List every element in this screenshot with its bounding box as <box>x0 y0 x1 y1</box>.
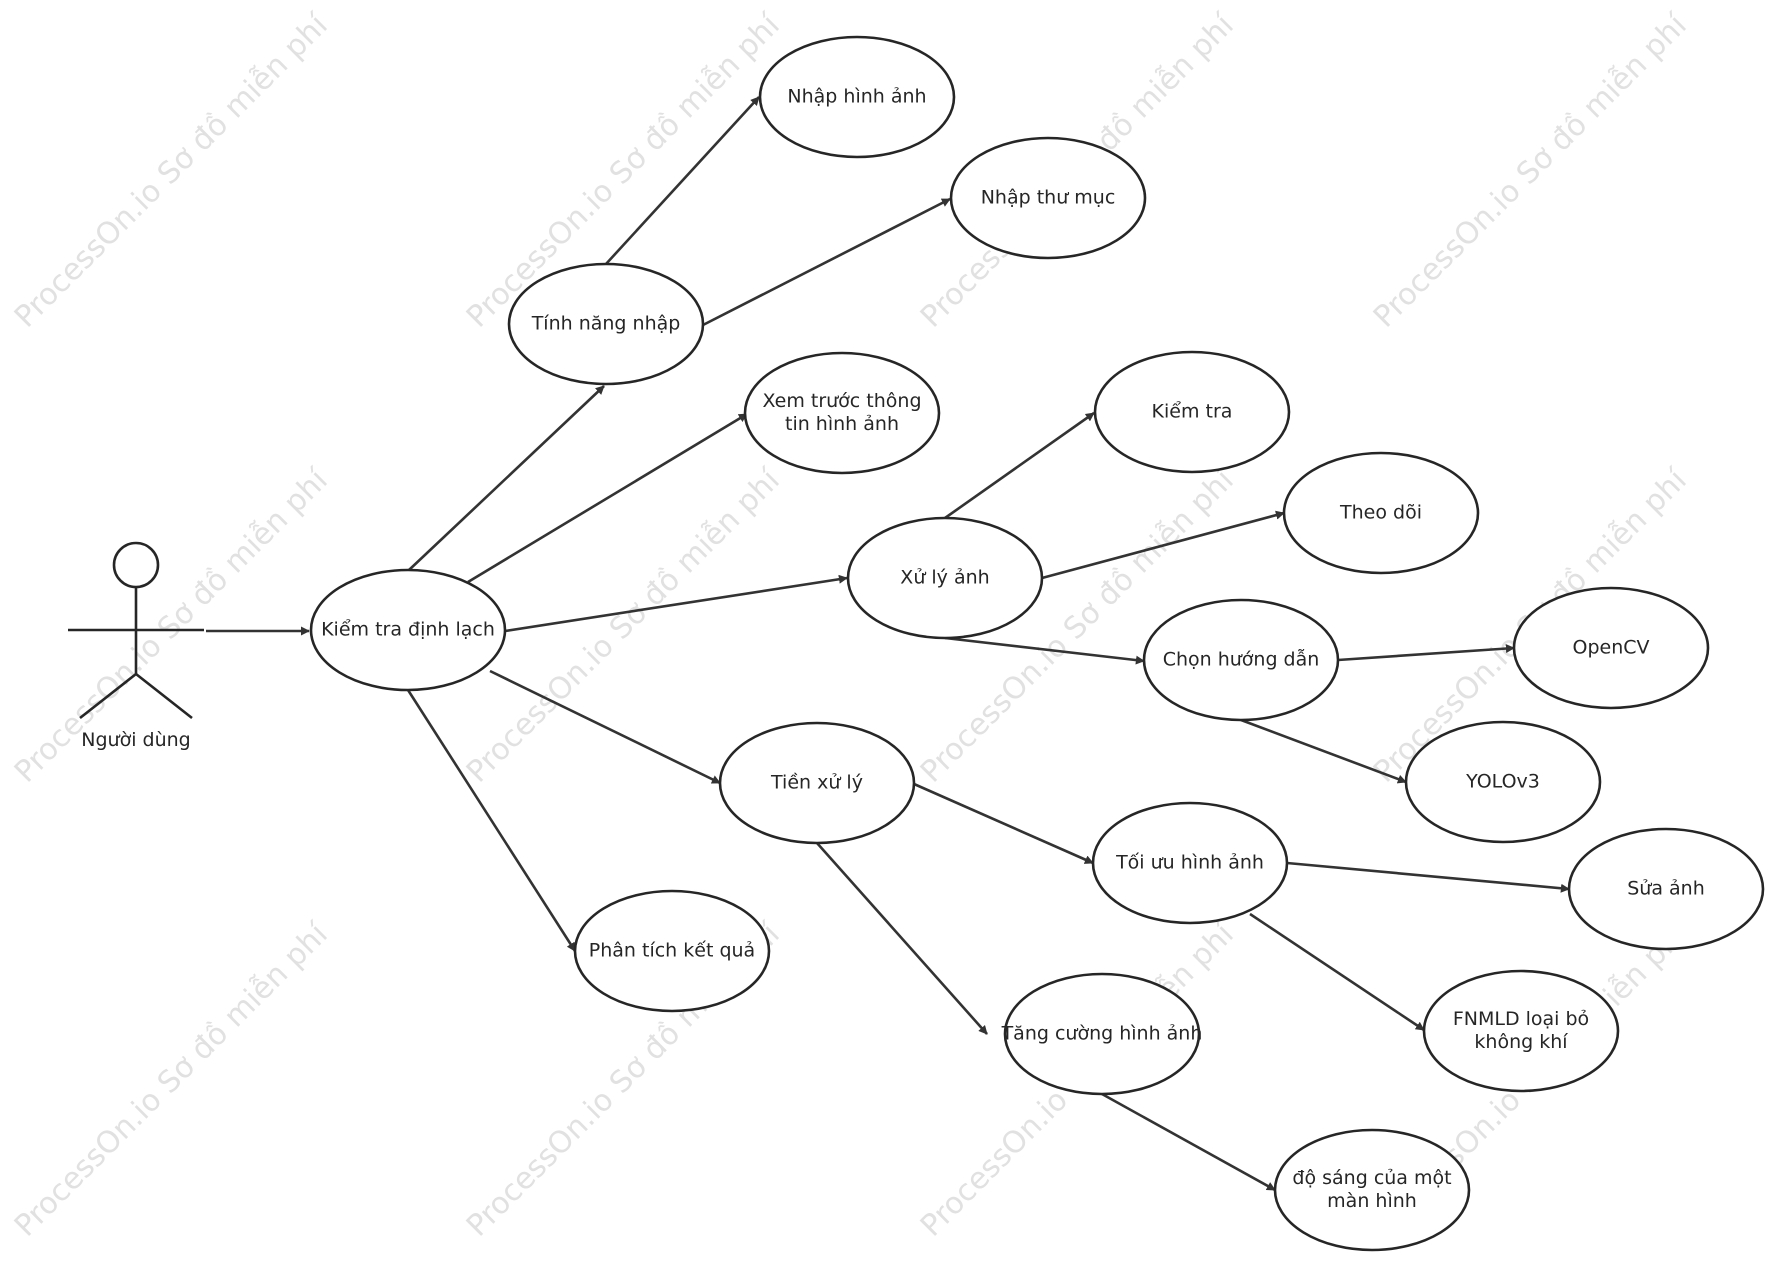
edge-tang-cuong-to-do-sang <box>1101 1092 1276 1192</box>
use-case-label: Kiểm tra <box>1152 401 1233 423</box>
use-case-phan-tich[interactable]: Phân tích kết quả <box>573 889 771 1013</box>
watermark-text: ProcessOn.io Sơ đồ miễn phí <box>8 7 336 335</box>
use-case-ellipse <box>1512 586 1710 710</box>
use-case-nhap-thu-muc[interactable]: Nhập thư mục <box>949 136 1147 260</box>
edge-toi-uu-hinh-anh-to-fnmld <box>1249 912 1425 1032</box>
use-case-label: độ sáng của một <box>1292 1167 1451 1189</box>
use-case-chon-huong-dan[interactable]: Chọn hướng dẫn <box>1142 598 1340 722</box>
use-case-ellipse <box>1091 801 1289 925</box>
use-case-nhap-hinh-anh[interactable]: Nhập hình ảnh <box>758 35 956 159</box>
use-case-ellipse <box>1273 1128 1471 1252</box>
use-case-ellipse <box>1142 598 1340 722</box>
use-case-label: Tính năng nhập <box>531 313 681 335</box>
use-case-ellipse <box>743 351 941 475</box>
use-case-xu-ly-anh[interactable]: Xử lý ảnh <box>846 516 1044 640</box>
watermark-text: ProcessOn.io Sơ đồ miễn phí <box>1367 7 1695 335</box>
use-case-label: OpenCV <box>1572 637 1649 659</box>
use-case-toi-uu-hinh-anh[interactable]: Tối ưu hình ảnh <box>1091 801 1289 925</box>
use-case-ellipse <box>309 568 507 692</box>
use-case-ellipse <box>718 721 916 845</box>
use-case-label: tin hình ảnh <box>785 413 899 435</box>
use-case-tinh-nang-nhap[interactable]: Tính năng nhập <box>507 262 705 386</box>
use-case-label: Xem trước thông <box>762 390 921 412</box>
edge-tien-xu-ly-to-tang-cuong <box>816 842 988 1035</box>
use-case-label: Sửa ảnh <box>1627 878 1705 900</box>
edge-layer <box>206 96 1570 1192</box>
use-case-tien-xu-ly[interactable]: Tiền xử lý <box>718 721 916 845</box>
edge-xu-ly-anh-to-chon-huong-dan <box>944 636 1145 665</box>
use-case-ellipse <box>507 262 705 386</box>
use-case-ellipse <box>573 889 771 1013</box>
use-case-yolov3[interactable]: YOLOv3 <box>1404 720 1602 844</box>
use-case-label: YOLOv3 <box>1465 771 1540 793</box>
edge-kiem-tra-dinh-lach-to-phan-tich <box>406 689 577 952</box>
use-case-label: Nhập thư mục <box>981 187 1116 209</box>
edge-tinh-nang-nhap-to-nhap-thu-muc <box>702 197 951 327</box>
use-case-kiem-tra[interactable]: Kiểm tra <box>1093 350 1291 474</box>
actor-head <box>112 541 160 589</box>
edge-tinh-nang-nhap-to-nhap-hinh-anh <box>605 96 760 265</box>
edge-kiem-tra-dinh-lach-to-tinh-nang-nhap <box>408 385 605 571</box>
use-case-tang-cuong[interactable]: Tăng cường hình ảnh <box>1001 972 1203 1096</box>
use-case-label: Kiểm tra định lạch <box>321 619 495 641</box>
use-case-label: Tiền xử lý <box>770 772 863 794</box>
use-case-label: Xử lý ảnh <box>900 567 989 589</box>
edge-xu-ly-anh-to-theo-doi <box>1041 510 1285 580</box>
edge-kiem-tra-dinh-lach-to-tien-xu-ly <box>489 669 721 785</box>
use-case-ellipse <box>1282 451 1480 575</box>
use-case-ellipse <box>949 136 1147 260</box>
use-case-opencv[interactable]: OpenCV <box>1512 586 1710 710</box>
actor-right-leg <box>135 672 193 720</box>
actor-label: Người dùng <box>81 729 190 751</box>
actor-user[interactable]: Người dùng <box>68 541 204 751</box>
use-case-label: Nhập hình ảnh <box>787 86 926 108</box>
edge-tien-xu-ly-to-toi-uu-hinh-anh <box>913 782 1094 865</box>
edge-chon-huong-dan-to-opencv <box>1337 644 1515 662</box>
edge-toi-uu-hinh-anh-to-sua-anh <box>1286 861 1570 893</box>
use-case-sua-anh[interactable]: Sửa ảnh <box>1567 827 1765 951</box>
use-case-ellipse <box>1003 972 1201 1096</box>
edge-kiem-tra-dinh-lach-to-xu-ly-anh <box>504 574 848 633</box>
use-case-label: không khí <box>1474 1031 1568 1053</box>
use-case-kiem-tra-dinh-lach[interactable]: Kiểm tra định lạch <box>309 568 507 692</box>
use-case-label: Phân tích kết quả <box>589 940 755 962</box>
edge-xu-ly-anh-to-kiem-tra <box>944 411 1095 520</box>
use-case-label: Tối ưu hình ảnh <box>1115 852 1264 874</box>
use-case-label: Theo dõi <box>1339 502 1422 524</box>
watermark-text: ProcessOn.io Sơ đồ miễn phí <box>460 462 788 790</box>
use-case-ellipse <box>846 516 1044 640</box>
use-case-ellipse <box>1567 827 1765 951</box>
edge-kiem-tra-dinh-lach-to-xem-truoc <box>467 412 748 584</box>
use-case-ellipse <box>1404 720 1602 844</box>
watermark-text: ProcessOn.io Sơ đồ miễn phí <box>8 916 336 1244</box>
use-case-ellipse <box>1093 350 1291 474</box>
use-case-ellipse <box>758 35 956 159</box>
use-case-label: Chọn hướng dẫn <box>1163 648 1320 671</box>
use-case-label: Tăng cường hình ảnh <box>1001 1023 1203 1045</box>
use-case-label: FNMLD loại bỏ <box>1453 1008 1589 1030</box>
actor-left-leg <box>79 672 137 720</box>
node-layer: Kiểm tra định lạch Tính năng nhập Nhập hìn… <box>309 35 1765 1252</box>
use-case-theo-doi[interactable]: Theo dõi <box>1282 451 1480 575</box>
use-case-label: màn hình <box>1327 1190 1417 1212</box>
edge-chon-huong-dan-to-yolov3 <box>1240 718 1407 784</box>
use-case-ellipse <box>1422 969 1620 1093</box>
